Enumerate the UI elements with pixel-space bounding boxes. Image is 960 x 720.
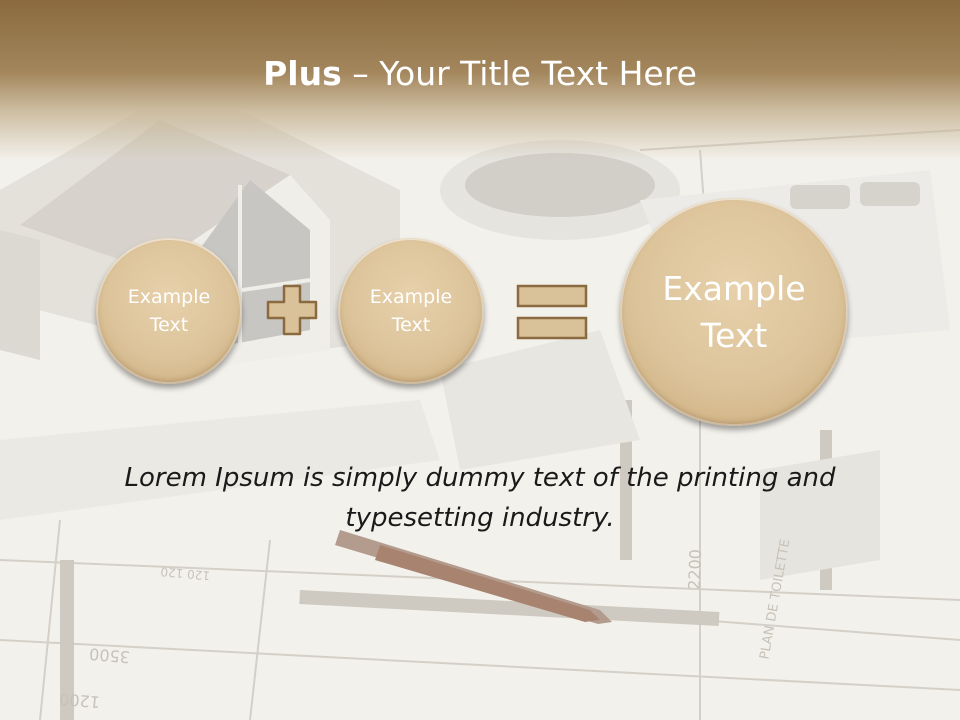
svg-text:3500: 3500 [88, 644, 130, 666]
title-bold-word: Plus [263, 54, 342, 93]
plus-icon [266, 284, 318, 336]
svg-text:2200: 2200 [685, 549, 705, 590]
example-circle-1: Example Text [96, 238, 242, 384]
svg-text:1200: 1200 [58, 689, 100, 711]
example-circle-2: Example Text [338, 238, 484, 384]
circle-result-text: Example Text [662, 269, 806, 355]
svg-text:120 120: 120 120 [160, 564, 211, 582]
slide-title: Plus – Your Title Text Here [0, 52, 960, 96]
circle-2-text: Example Text [369, 286, 453, 336]
title-bar [0, 0, 960, 160]
example-circle-result: Example Text [620, 198, 848, 426]
equals-icon [516, 284, 588, 340]
title-rest: – Your Title Text Here [341, 54, 697, 93]
body-text: Lorem Ipsum is simply dummy text of the … [124, 463, 836, 533]
circle-1-text: Example Text [127, 286, 211, 336]
